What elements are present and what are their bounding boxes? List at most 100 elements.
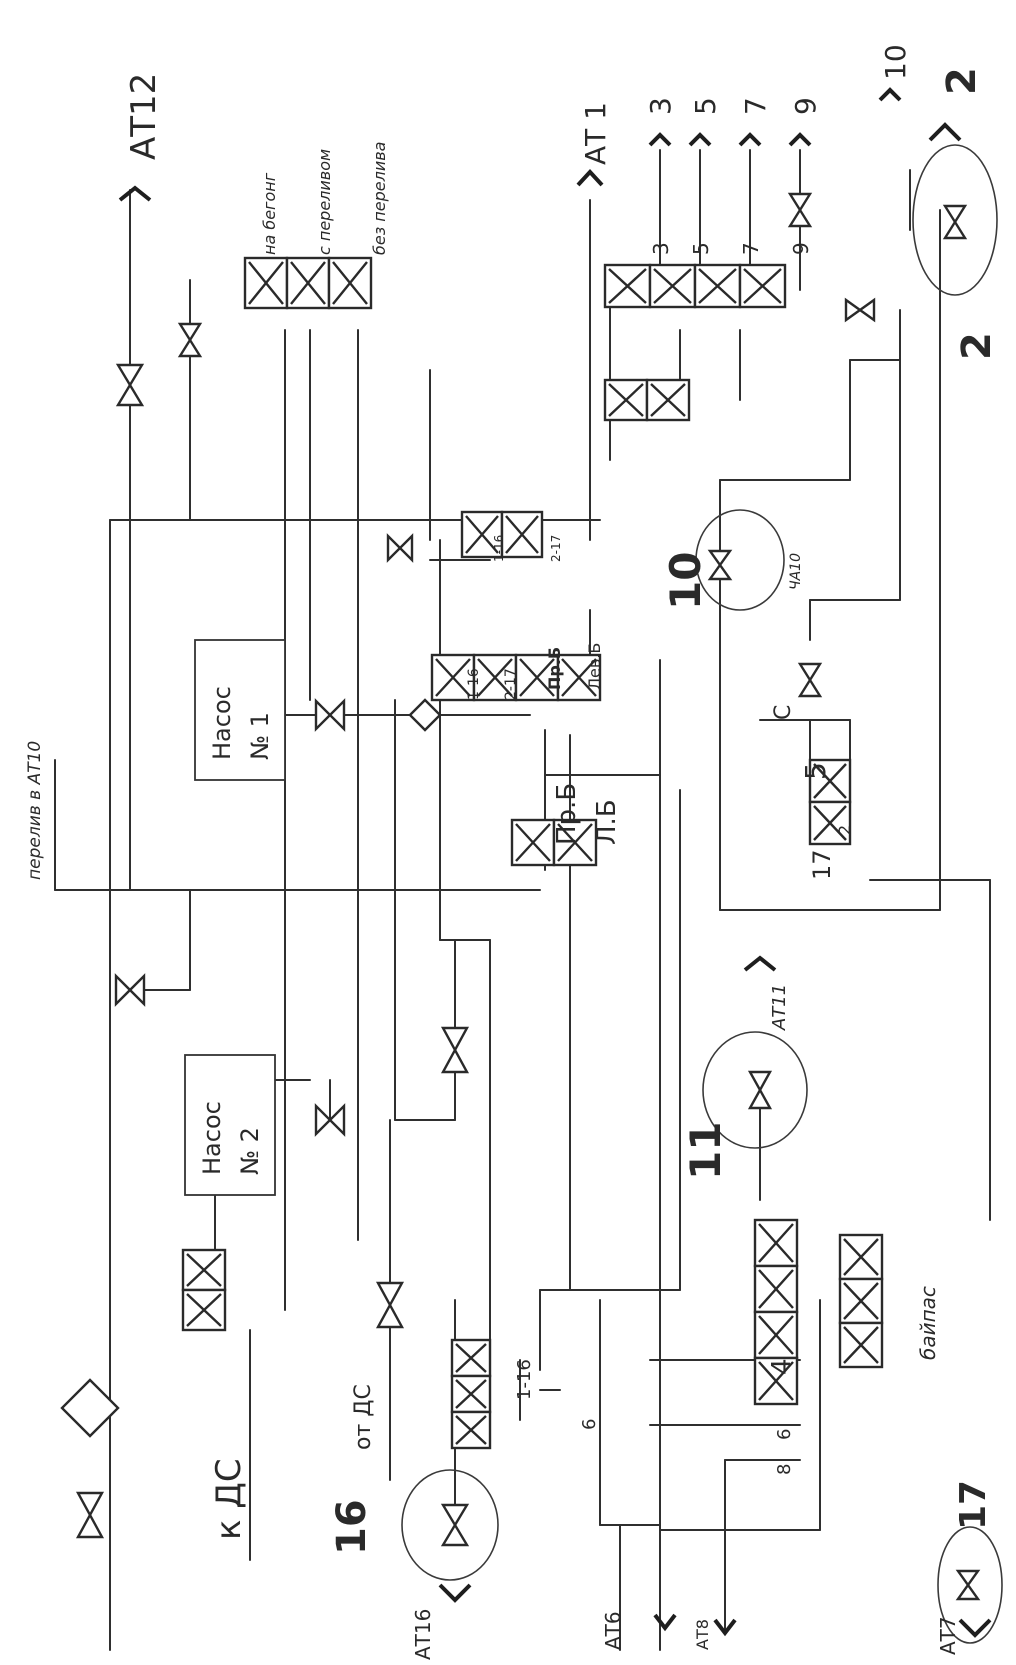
label-n17a: 17 <box>808 849 836 880</box>
label-r3: 3 <box>649 242 673 255</box>
connector-at8 <box>713 1618 737 1637</box>
manifold-lower-center <box>510 818 598 867</box>
valve-pump2[interactable] <box>314 1103 346 1137</box>
label-prB: Пр.Б <box>545 647 564 690</box>
connector-at11 <box>743 955 777 972</box>
valve-top-left[interactable] <box>177 322 203 358</box>
manifold-16 <box>450 1338 492 1450</box>
text-labels: на бегонг с переливом без перелива АТ12 … <box>25 44 1000 1660</box>
manifold-top-cross <box>290 261 326 305</box>
valve-16[interactable] <box>440 1503 470 1547</box>
manifold-center-cross <box>561 658 597 697</box>
pump-1[interactable] <box>194 639 286 781</box>
manifold-1-16-cross <box>465 515 499 554</box>
manifold-bottom-right-a-cross <box>758 1315 794 1355</box>
manifold-17-cross <box>813 763 847 799</box>
valve-lower-mid[interactable] <box>440 1026 470 1074</box>
valve-at12[interactable] <box>115 363 145 407</box>
label-c5: 5 <box>799 762 832 780</box>
label-ot-dc: от ДС <box>351 1384 376 1450</box>
valve-9[interactable] <box>787 192 813 228</box>
pump-2[interactable] <box>184 1054 276 1196</box>
label-num6b: 6 <box>579 1419 600 1430</box>
valve-17-final[interactable] <box>955 1569 981 1601</box>
connector-10 <box>878 87 902 102</box>
label-c10: 10 <box>879 44 912 80</box>
label-r7: 7 <box>739 242 763 255</box>
label-pump1-a: Насос <box>208 686 236 760</box>
label-big16: 16 <box>329 1499 375 1555</box>
manifold-center-cross <box>519 658 555 697</box>
valve-c[interactable] <box>797 662 823 698</box>
label-top-2: с переливом <box>315 149 334 255</box>
label-at6: АТ6 <box>601 1611 625 1650</box>
manifold-16-cross <box>455 1379 487 1409</box>
valve-left-mid[interactable] <box>114 973 146 1007</box>
label-levB2: Л.Б <box>592 799 622 845</box>
label-bypass: байпас <box>916 1286 940 1360</box>
label-p217: 2-17 <box>549 535 563 562</box>
label-k-dc: к ДС <box>209 1458 249 1540</box>
manifold-16-cross <box>455 1343 487 1373</box>
manifold-bottom-right-a-cross <box>758 1223 794 1263</box>
connector-9 <box>788 132 812 147</box>
connector-at7 <box>958 1618 992 1638</box>
label-num8: 8 <box>774 1464 795 1475</box>
manifold-right-top-cross <box>653 268 692 304</box>
connector-3 <box>648 132 672 147</box>
label-big10: 10 <box>661 552 710 610</box>
label-n2: 2 <box>835 825 854 835</box>
valve-circles <box>401 144 1003 1644</box>
label-p116: 1-16 <box>492 535 506 562</box>
valve-ot-dc[interactable] <box>375 1281 405 1329</box>
filter-diamond-top <box>408 698 442 732</box>
manifold-1-16-cross <box>505 515 539 554</box>
manifold-right-top-cross <box>698 268 737 304</box>
manifold-bottom-right-b-cross <box>843 1282 879 1320</box>
label-at11: АТ11 <box>769 984 790 1031</box>
manifold-17 <box>808 758 852 846</box>
valve-11[interactable] <box>747 1070 773 1110</box>
label-num6: 6 <box>774 1429 795 1440</box>
label-top-1: на бегонг <box>260 172 279 255</box>
label-pump2-a: Насос <box>198 1101 226 1175</box>
filter-diamond-bottom <box>60 1378 120 1438</box>
label-big11: 11 <box>681 1122 730 1180</box>
label-at8: АТ8 <box>693 1619 712 1650</box>
label-big17: 17 <box>953 1480 994 1530</box>
manifold-center-cross <box>435 658 471 697</box>
label-at1: АТ 1 <box>579 102 612 165</box>
circle-10 <box>695 509 785 611</box>
valves <box>75 192 981 1601</box>
valve-r2[interactable] <box>844 297 876 323</box>
manifold-left-bottom-cross <box>186 1253 222 1287</box>
manifold-right-top <box>603 263 787 309</box>
label-pump1-b: № 1 <box>246 712 274 760</box>
label-prB2: Пр.Б <box>552 783 582 845</box>
valve-10[interactable] <box>707 549 733 581</box>
label-c2: 2 <box>939 67 985 95</box>
connector-5 <box>688 132 712 147</box>
label-cC: С <box>771 705 796 720</box>
manifold-center <box>430 653 602 702</box>
valve-pump1[interactable] <box>314 698 346 732</box>
valve-2[interactable] <box>942 204 968 240</box>
label-m116: 1-16 <box>466 668 482 700</box>
circle-2 <box>912 144 998 296</box>
valve-bottom-left[interactable] <box>75 1491 105 1539</box>
circle-11 <box>702 1031 808 1149</box>
manifold-right-small-cross <box>608 383 644 417</box>
valve-upper-mid[interactable] <box>386 533 414 563</box>
label-top-3: без перелива <box>370 142 389 255</box>
label-at12: АТ12 <box>124 73 164 160</box>
label-m217: 2-17 <box>503 668 519 700</box>
manifold-top-cross <box>248 261 284 305</box>
manifold-bottom-right-b <box>838 1233 884 1369</box>
connector-at12 <box>118 185 152 202</box>
manifold-bottom-right-b-cross <box>843 1238 879 1276</box>
manifold-right-top-cross <box>743 268 782 304</box>
manifold-right-top-cross <box>608 268 647 304</box>
connectors <box>118 87 992 1638</box>
label-r9: 9 <box>789 242 813 255</box>
